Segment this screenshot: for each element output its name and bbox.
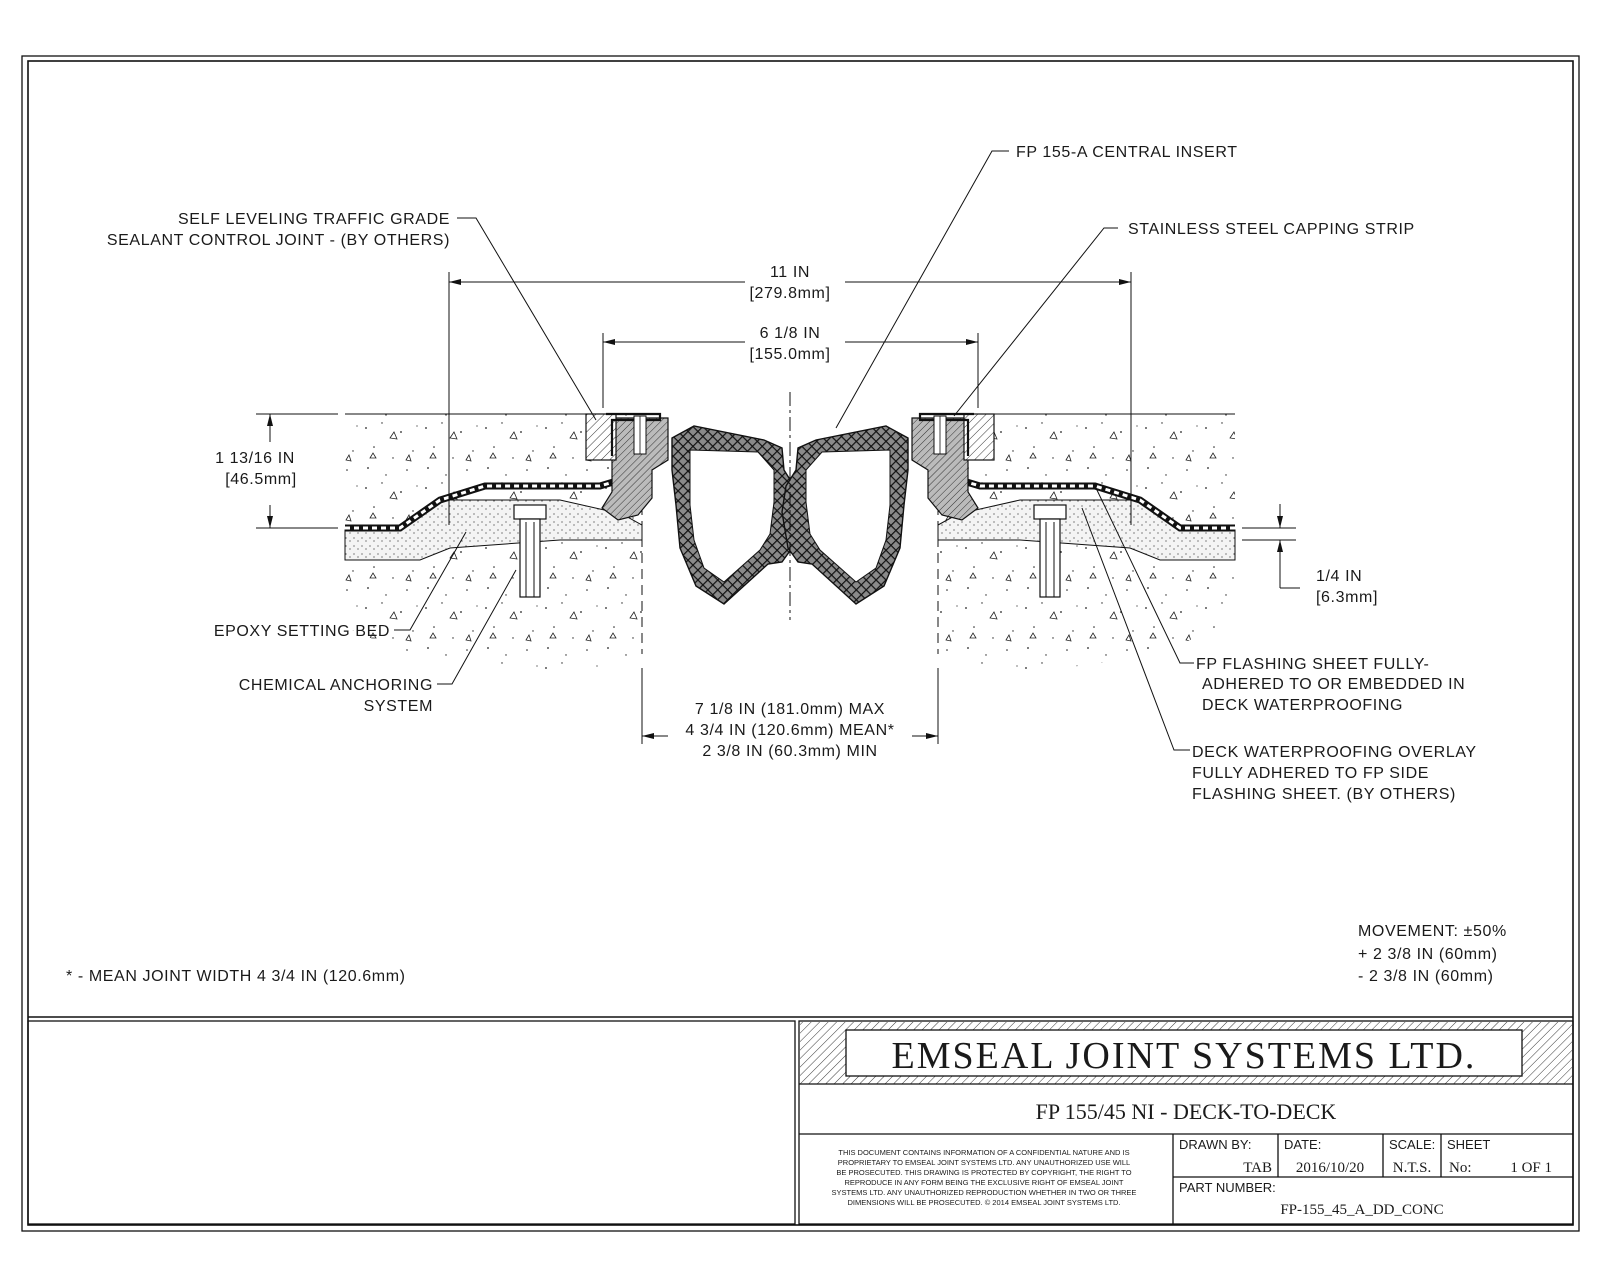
notes-area (27, 1020, 796, 1225)
dim-flange-in: 1/4 IN (1316, 568, 1362, 585)
left-metal-rail (601, 417, 669, 521)
scale-label: SCALE: (1389, 1137, 1435, 1152)
drawing-title: FP 155/45 NI - DECK-TO-DECK (1036, 1099, 1337, 1124)
callout-deck-overlay: DECK WATERPROOFING OVERLAY FULLY ADHERED… (1081, 507, 1477, 803)
confidential-line-5: SYSTEMS LTD. ANY UNAUTHORIZED REPRODUCTI… (832, 1188, 1137, 1197)
callout-epoxy-bed-text: EPOXY SETTING BED (214, 623, 390, 640)
callout-anchoring-line2: SYSTEM (364, 698, 433, 715)
dim-depth-in: 1 13/16 IN (215, 450, 295, 467)
company-name: EMSEAL JOINT SYSTEMS LTD. (892, 1035, 1477, 1077)
sheet-no-value: 1 OF 1 (1510, 1160, 1552, 1176)
dim-depth-mm: [46.5mm] (225, 471, 297, 488)
callout-flashing-line3: DECK WATERPROOFING (1202, 697, 1403, 714)
left-capping-strip (606, 412, 662, 456)
part-number-value: FP-155_45_A_DD_CONC (1280, 1202, 1443, 1218)
callout-flashing-line2: ADHERED TO OR EMBEDDED IN (1202, 676, 1465, 693)
dim-overall-mm: [279.8mm] (750, 285, 831, 302)
date-label: DATE: (1284, 1137, 1321, 1152)
confidential-line-4: REPRODUCE IN ANY FORM BEING THE EXCLUSIV… (845, 1178, 1124, 1187)
central-insert-left-void (689, 449, 775, 583)
right-metal-rail (911, 417, 979, 521)
drawn-by-value: TAB (1243, 1160, 1272, 1176)
callout-anchoring: CHEMICAL ANCHORING SYSTEM (239, 569, 517, 715)
right-epoxy-bed (937, 499, 1236, 561)
dim-cap-width-mm: [155.0mm] (750, 346, 831, 363)
movement-minus: - 2 3/8 IN (60mm) (1358, 968, 1494, 985)
right-capping-strip (918, 412, 974, 456)
left-screw (633, 415, 647, 455)
dim-cap-width-in: 6 1/8 IN (760, 325, 821, 342)
date-value: 2016/10/20 (1296, 1160, 1364, 1176)
callout-sealant: SELF LEVELING TRAFFIC GRADE SEALANT CONT… (107, 211, 597, 421)
callout-overlay-line1: DECK WATERPROOFING OVERLAY (1192, 744, 1477, 761)
dim-overall-in: 11 IN (770, 264, 810, 281)
confidential-line-3: BE PROSECUTED. THIS DRAWING IS PROTECTED… (836, 1168, 1131, 1177)
right-screw (933, 415, 947, 455)
sheet-label: SHEET (1447, 1137, 1490, 1152)
callout-overlay-line3: FLASHING SHEET. (BY OTHERS) (1192, 786, 1456, 803)
title-block-frame (798, 1020, 1574, 1225)
title-block: EMSEAL JOINT SYSTEMS LTD. FP 155/45 NI -… (27, 1020, 1574, 1225)
part-number-label: PART NUMBER: (1179, 1180, 1276, 1195)
callout-flashing-sheet: FP FLASHING SHEET FULLY- ADHERED TO OR E… (1095, 487, 1465, 714)
confidential-line-2: PROPRIETARY TO EMSEAL JOINT SYSTEMS LTD.… (838, 1158, 1130, 1167)
callout-epoxy-bed: EPOXY SETTING BED (214, 531, 467, 640)
callout-flashing-line1: FP FLASHING SHEET FULLY- (1196, 656, 1429, 673)
joint-detail: 11 IN [279.8mm] 6 1/8 IN [155.0mm] 1 13/… (66, 144, 1507, 985)
left-anchor (513, 504, 547, 598)
dim-gap-max: 7 1/8 IN (181.0mm) MAX (695, 701, 885, 718)
outer-border (21, 55, 1580, 1232)
dim-gap-mean: 4 3/4 IN (120.6mm) MEAN* (685, 722, 894, 739)
dim-flange-mm: [6.3mm] (1316, 589, 1378, 606)
callout-capping-strip: STAINLESS STEEL CAPPING STRIP (953, 221, 1415, 417)
scale-value: N.T.S. (1393, 1160, 1431, 1176)
movement-title: MOVEMENT: ±50% (1358, 923, 1507, 940)
drawn-by-label: DRAWN BY: (1179, 1137, 1251, 1152)
callout-central-insert-text: FP 155-A CENTRAL INSERT (1016, 144, 1238, 161)
company-name-box (845, 1029, 1523, 1077)
confidential-line-1: THIS DOCUMENT CONTAINS INFORMATION OF A … (838, 1148, 1129, 1157)
dim-gap-min: 2 3/8 IN (60.3mm) MIN (702, 743, 877, 760)
callout-central-insert: FP 155-A CENTRAL INSERT (835, 144, 1238, 429)
callout-anchoring-line1: CHEMICAL ANCHORING (239, 677, 433, 694)
right-anchor (1033, 504, 1067, 598)
inner-border (27, 60, 1574, 1226)
central-insert-right-void (805, 449, 891, 583)
footnote: * - MEAN JOINT WIDTH 4 3/4 IN (120.6mm) (66, 968, 406, 985)
callout-capping-strip-text: STAINLESS STEEL CAPPING STRIP (1128, 221, 1415, 238)
callout-sealant-line2: SEALANT CONTROL JOINT - (BY OTHERS) (107, 232, 450, 249)
confidential-line-6: DIMENSIONS WILL BE PROSECUTED. © 2014 EM… (847, 1198, 1120, 1207)
movement-plus: + 2 3/8 IN (60mm) (1358, 946, 1498, 963)
sheet-no-label: No: (1449, 1160, 1472, 1176)
callout-sealant-line1: SELF LEVELING TRAFFIC GRADE (178, 211, 450, 228)
callout-overlay-line2: FULLY ADHERED TO FP SIDE (1192, 765, 1429, 782)
